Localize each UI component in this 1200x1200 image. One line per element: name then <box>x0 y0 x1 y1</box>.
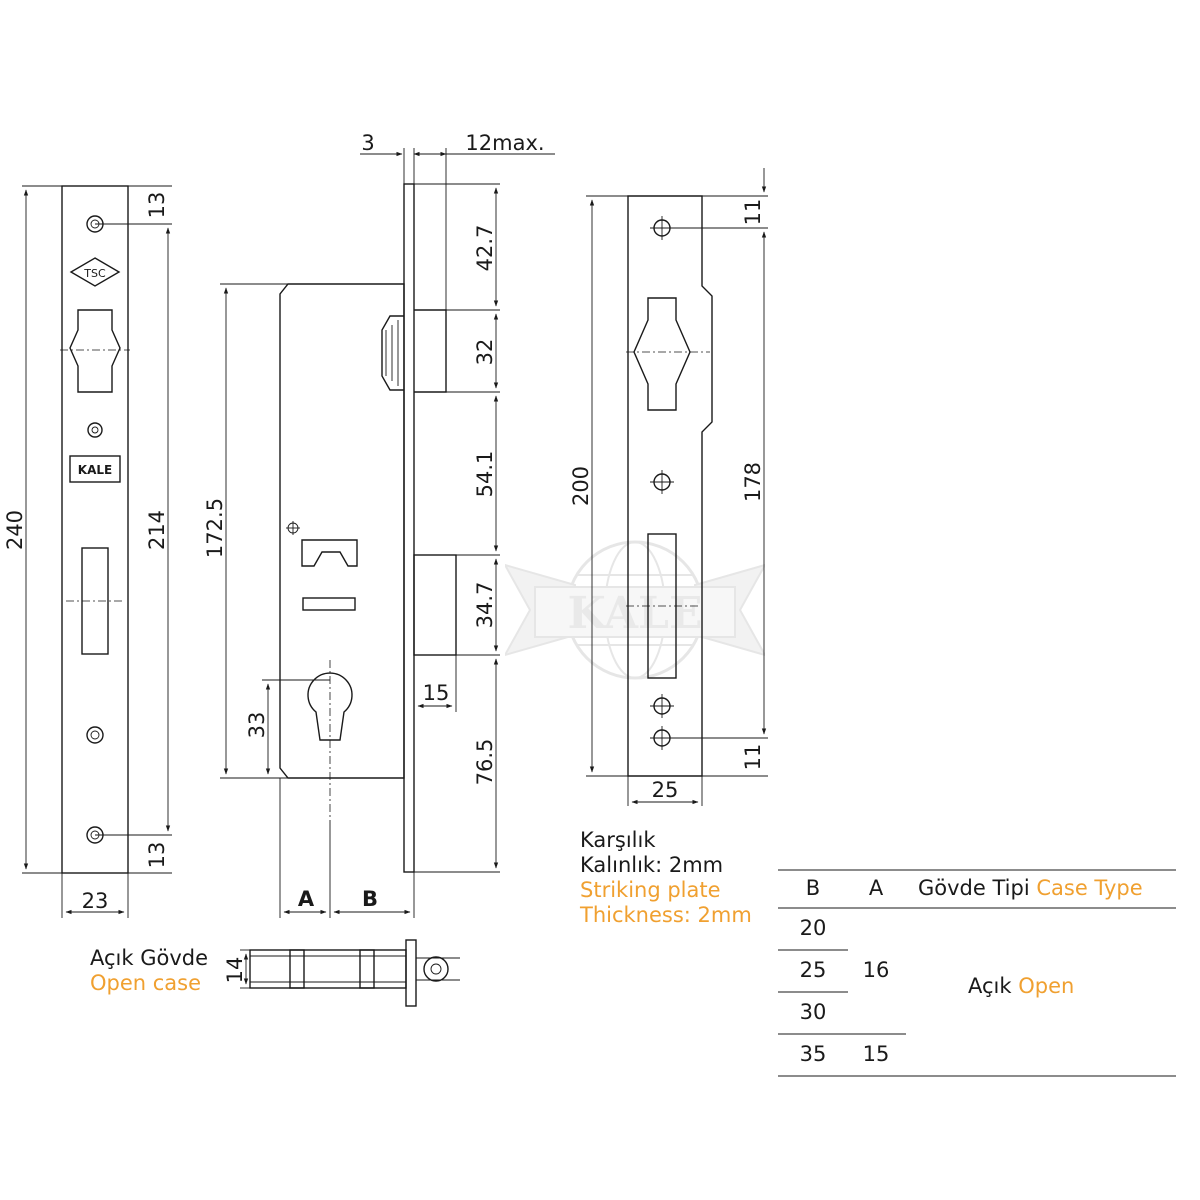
side-view: 42.7 32 54.1 34.7 76.5 3 12max. 172.5 33 <box>203 131 555 918</box>
front-dim-13-bottom-label: 13 <box>145 842 169 869</box>
side-dim-b: B <box>362 887 378 911</box>
striker-screw-mid <box>650 470 674 494</box>
table-case-type: Açık Open <box>968 974 1074 999</box>
side-dim-34-7: 34.7 <box>473 582 497 629</box>
follower-hub <box>301 539 358 567</box>
table-row-b-25: 25 <box>799 958 827 982</box>
front-faceplate <box>61 185 129 874</box>
open-case-dim-14: 14 <box>223 957 247 984</box>
striker-dim-178: 178 <box>741 462 765 502</box>
striker-latch-opening <box>633 297 691 411</box>
lock-case <box>279 283 405 779</box>
striker-dim-11-bottom: 11 <box>741 744 765 771</box>
open-case-label-en: Open case <box>90 971 202 995</box>
side-faceplate <box>403 183 415 873</box>
striker-dim-11-top: 11 <box>741 199 765 226</box>
screw-hole-bottom <box>86 826 104 844</box>
side-dim-15: 15 <box>423 681 450 705</box>
striking-plate-tr-1: Karşılık <box>580 828 656 852</box>
open-case-label-tr: Açık Gövde <box>90 946 209 970</box>
front-dim-13-top-label: 13 <box>145 192 169 219</box>
striking-plate-note: Karşılık Kalınlık: 2mm Striking plate Th… <box>580 828 752 928</box>
side-dim-76-5: 76.5 <box>473 739 497 786</box>
table-a-15: 15 <box>862 1042 890 1066</box>
table-case-type-tr: Açık <box>968 974 1012 998</box>
side-dim-42-7: 42.7 <box>473 225 497 272</box>
follower-slot <box>302 597 356 611</box>
table-row-b-30: 30 <box>799 1000 827 1024</box>
cylinder-hole <box>307 672 353 741</box>
svg-text:KALE: KALE <box>78 463 112 477</box>
open-case-label: Açık Gövde Open case <box>90 946 208 996</box>
front-view: 240 214 13 13 23 TSC KALE <box>3 185 172 918</box>
tsc-logo: TSC <box>69 257 121 287</box>
table-row-b-20: 20 <box>799 916 827 940</box>
side-dim-12max: 12max. <box>465 131 544 155</box>
striker-dim-25: 25 <box>652 778 679 802</box>
striker-plate <box>627 195 713 777</box>
striking-plate-tr-2: Kalınlık: 2mm <box>580 853 724 877</box>
side-dim-172-5: 172.5 <box>203 498 227 558</box>
table-header-b: B <box>805 876 821 900</box>
table-a-16: 16 <box>862 958 890 982</box>
hub-screw <box>286 521 300 535</box>
striking-plate-en-1: Striking plate <box>580 878 721 902</box>
screw-hole-mid <box>87 422 103 438</box>
front-dim-23-label: 23 <box>82 889 109 913</box>
side-dim-3: 3 <box>361 131 374 155</box>
side-dim-32: 32 <box>473 339 497 366</box>
table-row-b-35: 35 <box>799 1042 827 1066</box>
screw-hole-top <box>86 215 104 233</box>
table-header-a: A <box>868 876 884 900</box>
striker-screw-lower <box>650 694 674 718</box>
front-dim-214-label: 214 <box>145 510 169 550</box>
open-case-view: 14 <box>223 939 460 1007</box>
front-dim-240-label: 240 <box>3 510 27 550</box>
table-header-type: Gövde Tipi Case Type <box>918 876 1143 901</box>
striker-dim-200: 200 <box>569 466 593 506</box>
kale-brand-plate: KALE <box>69 455 121 483</box>
side-dim-33: 33 <box>245 712 269 739</box>
dead-bolt <box>413 554 457 656</box>
spec-table-lines <box>778 869 1176 1077</box>
front-latch-opening <box>69 309 121 393</box>
table-header-type-tr: Gövde Tipi <box>918 876 1030 900</box>
striking-plate-en-2: Thickness: 2mm <box>580 903 752 927</box>
screw-hole-lower <box>86 726 104 744</box>
svg-text:TSC: TSC <box>83 267 106 280</box>
side-dim-54-1: 54.1 <box>473 451 497 498</box>
table-header-type-en: Case Type <box>1036 876 1143 900</box>
side-dim-a: A <box>298 887 315 911</box>
table-case-type-en: Open <box>1018 974 1075 998</box>
striker-view: 200 178 11 11 25 <box>569 168 768 806</box>
